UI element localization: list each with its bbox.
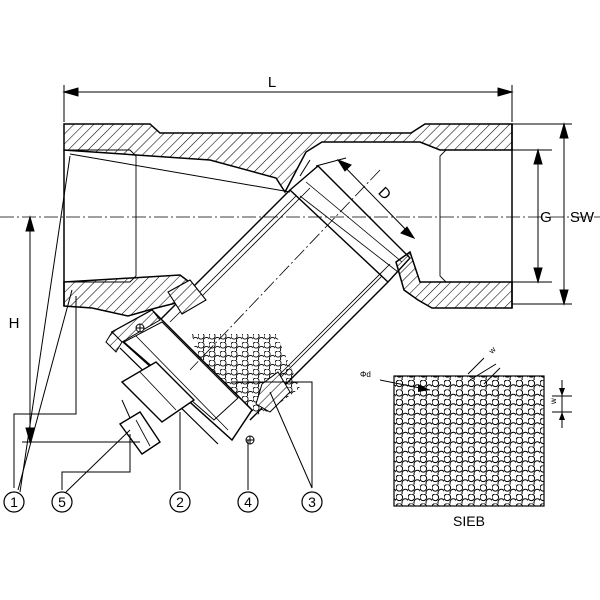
center-lines	[0, 169, 600, 371]
callout-2: 2	[176, 494, 184, 510]
diagonal-centerline	[189, 169, 381, 371]
callout-3: 3	[308, 494, 316, 510]
gasket-mark-upper	[135, 323, 145, 333]
dim-label-L: L	[268, 74, 276, 91]
drain-plug	[118, 361, 196, 455]
body-lower-right-wall	[395, 250, 513, 309]
dim-label-SW: SW	[570, 209, 595, 226]
dim-label-H: H	[9, 315, 20, 332]
dimension-lines	[22, 85, 572, 444]
callout-4: 4	[244, 494, 252, 510]
part-callouts: 1 5 2 4 3	[3, 491, 323, 513]
sieb-hole-diameter-label: Φd	[360, 370, 371, 379]
left-thread	[68, 149, 137, 283]
leader-lines	[13, 155, 313, 493]
dim-label-G: G	[540, 209, 552, 226]
callout-1: 1	[10, 494, 18, 510]
body-lower-left-wall	[63, 274, 198, 317]
sieb-title: SIEB	[453, 513, 485, 529]
valve-body	[63, 123, 513, 317]
right-thread	[439, 149, 508, 283]
body-upper-wall	[63, 123, 513, 194]
sieb-detail: Φd w w SIEB	[360, 345, 572, 529]
sieb-pitch-h-label: w	[486, 345, 497, 356]
gasket-mark-lower	[245, 435, 255, 445]
callout-5: 5	[58, 494, 66, 510]
sieb-pitch-v-label: w	[549, 398, 558, 405]
